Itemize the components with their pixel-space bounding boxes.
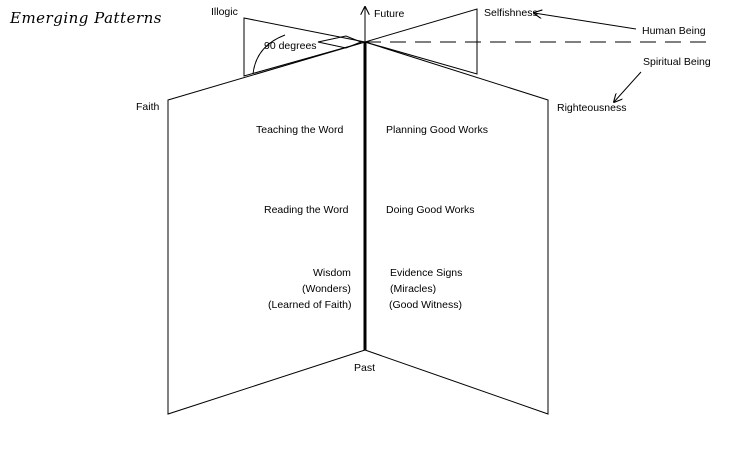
illogic-label: Illogic [211,6,238,18]
past-label: Past [354,362,375,374]
diagram-title: Emerging Patterns [9,9,162,27]
miracles-label: (Miracles) [390,283,436,295]
spiritual-being-label: Spiritual Being [643,56,711,68]
upper-plane-left [243,17,366,77]
left-page [167,41,366,415]
right-page [364,41,549,415]
angle-label: 90 degrees [264,40,317,52]
angle-pointer [317,35,363,49]
learned-of-faith-label: (Learned of Faith) [268,299,351,311]
righteousness-label: Righteousness [557,102,626,114]
wonders-label: (Wonders) [302,283,351,295]
spiritual-being-arrow [614,71,642,102]
human-being-arrow [534,13,637,30]
wisdom-label: Wisdom [313,267,351,279]
right-angle-arc [252,34,286,75]
faith-label: Faith [136,101,160,113]
good-witness-label: (Good Witness) [389,299,462,311]
planning-good-works: Planning Good Works [386,124,488,136]
teaching-the-word: Teaching the Word [256,124,344,136]
future-label: Future [374,8,405,20]
reading-the-word: Reading the Word [264,204,349,216]
doing-good-works: Doing Good Works [386,204,475,216]
evidence-signs-label: Evidence Signs [390,267,462,279]
selfishness-label: Selfishness [484,7,538,19]
human-being-label: Human Being [642,25,706,37]
